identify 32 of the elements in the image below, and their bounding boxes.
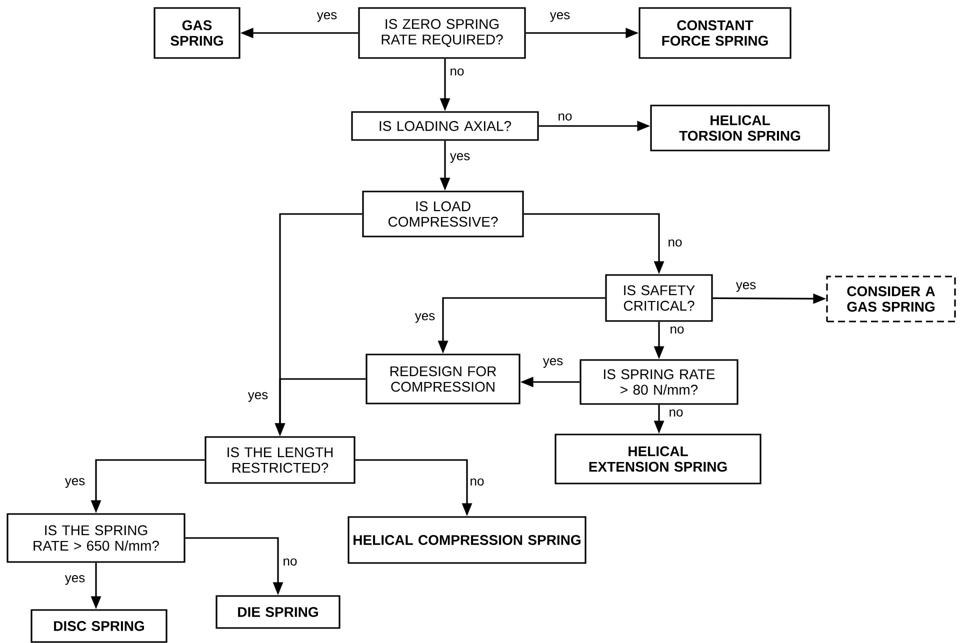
decision-box: REDESIGN FOR COMPRESSION (366, 354, 520, 404)
edge-label: yes (316, 11, 338, 23)
decision-box: IS THE LENGTH RESTRICTED? (204, 436, 356, 484)
result-box: DIE SPRING (216, 595, 340, 629)
decision-box: IS LOADING AXIAL? (351, 111, 539, 141)
edge-label: yes (734, 281, 758, 293)
result-box: HELICAL COMPRESSION SPRING (348, 516, 586, 564)
result-box: GAS SPRING (154, 7, 240, 59)
result-box: HELICAL TORSION SPRING (650, 104, 830, 152)
result-box: CONSTANT FORCE SPRING (638, 7, 792, 59)
edge-label: yes (64, 477, 86, 489)
result-box: HELICAL EXTENSION SPRING (554, 434, 762, 484)
edge-label: yes (448, 152, 472, 164)
decision-box: IS THE SPRING RATE > 650 N/mm? (6, 513, 186, 563)
decision-box: IS SPRING RATE > 80 N/mm? (580, 359, 738, 405)
edge-label: yes (548, 11, 572, 23)
edge-label: no (556, 112, 574, 122)
edge-label: yes (64, 574, 86, 586)
edge-label: no (668, 408, 684, 418)
result-box: DISC SPRING (30, 609, 168, 643)
edge-label: yes (246, 391, 270, 403)
suggestion-box: CONSIDER A GAS SPRING (826, 276, 956, 322)
edge-label: no (282, 557, 298, 567)
edge-label: no (668, 325, 686, 335)
edge-label: yes (542, 357, 564, 369)
decision-box: IS SAFETY CRITICAL? (605, 274, 713, 322)
decision-box: IS ZERO SPRING RATE REQUIRED? (358, 7, 526, 59)
edge-label: yes (414, 312, 436, 324)
edge-label: no (448, 67, 466, 77)
decision-box: IS LOAD COMPRESSIVE? (362, 190, 524, 238)
edge-label: no (468, 477, 486, 487)
edge-label: no (666, 238, 684, 248)
